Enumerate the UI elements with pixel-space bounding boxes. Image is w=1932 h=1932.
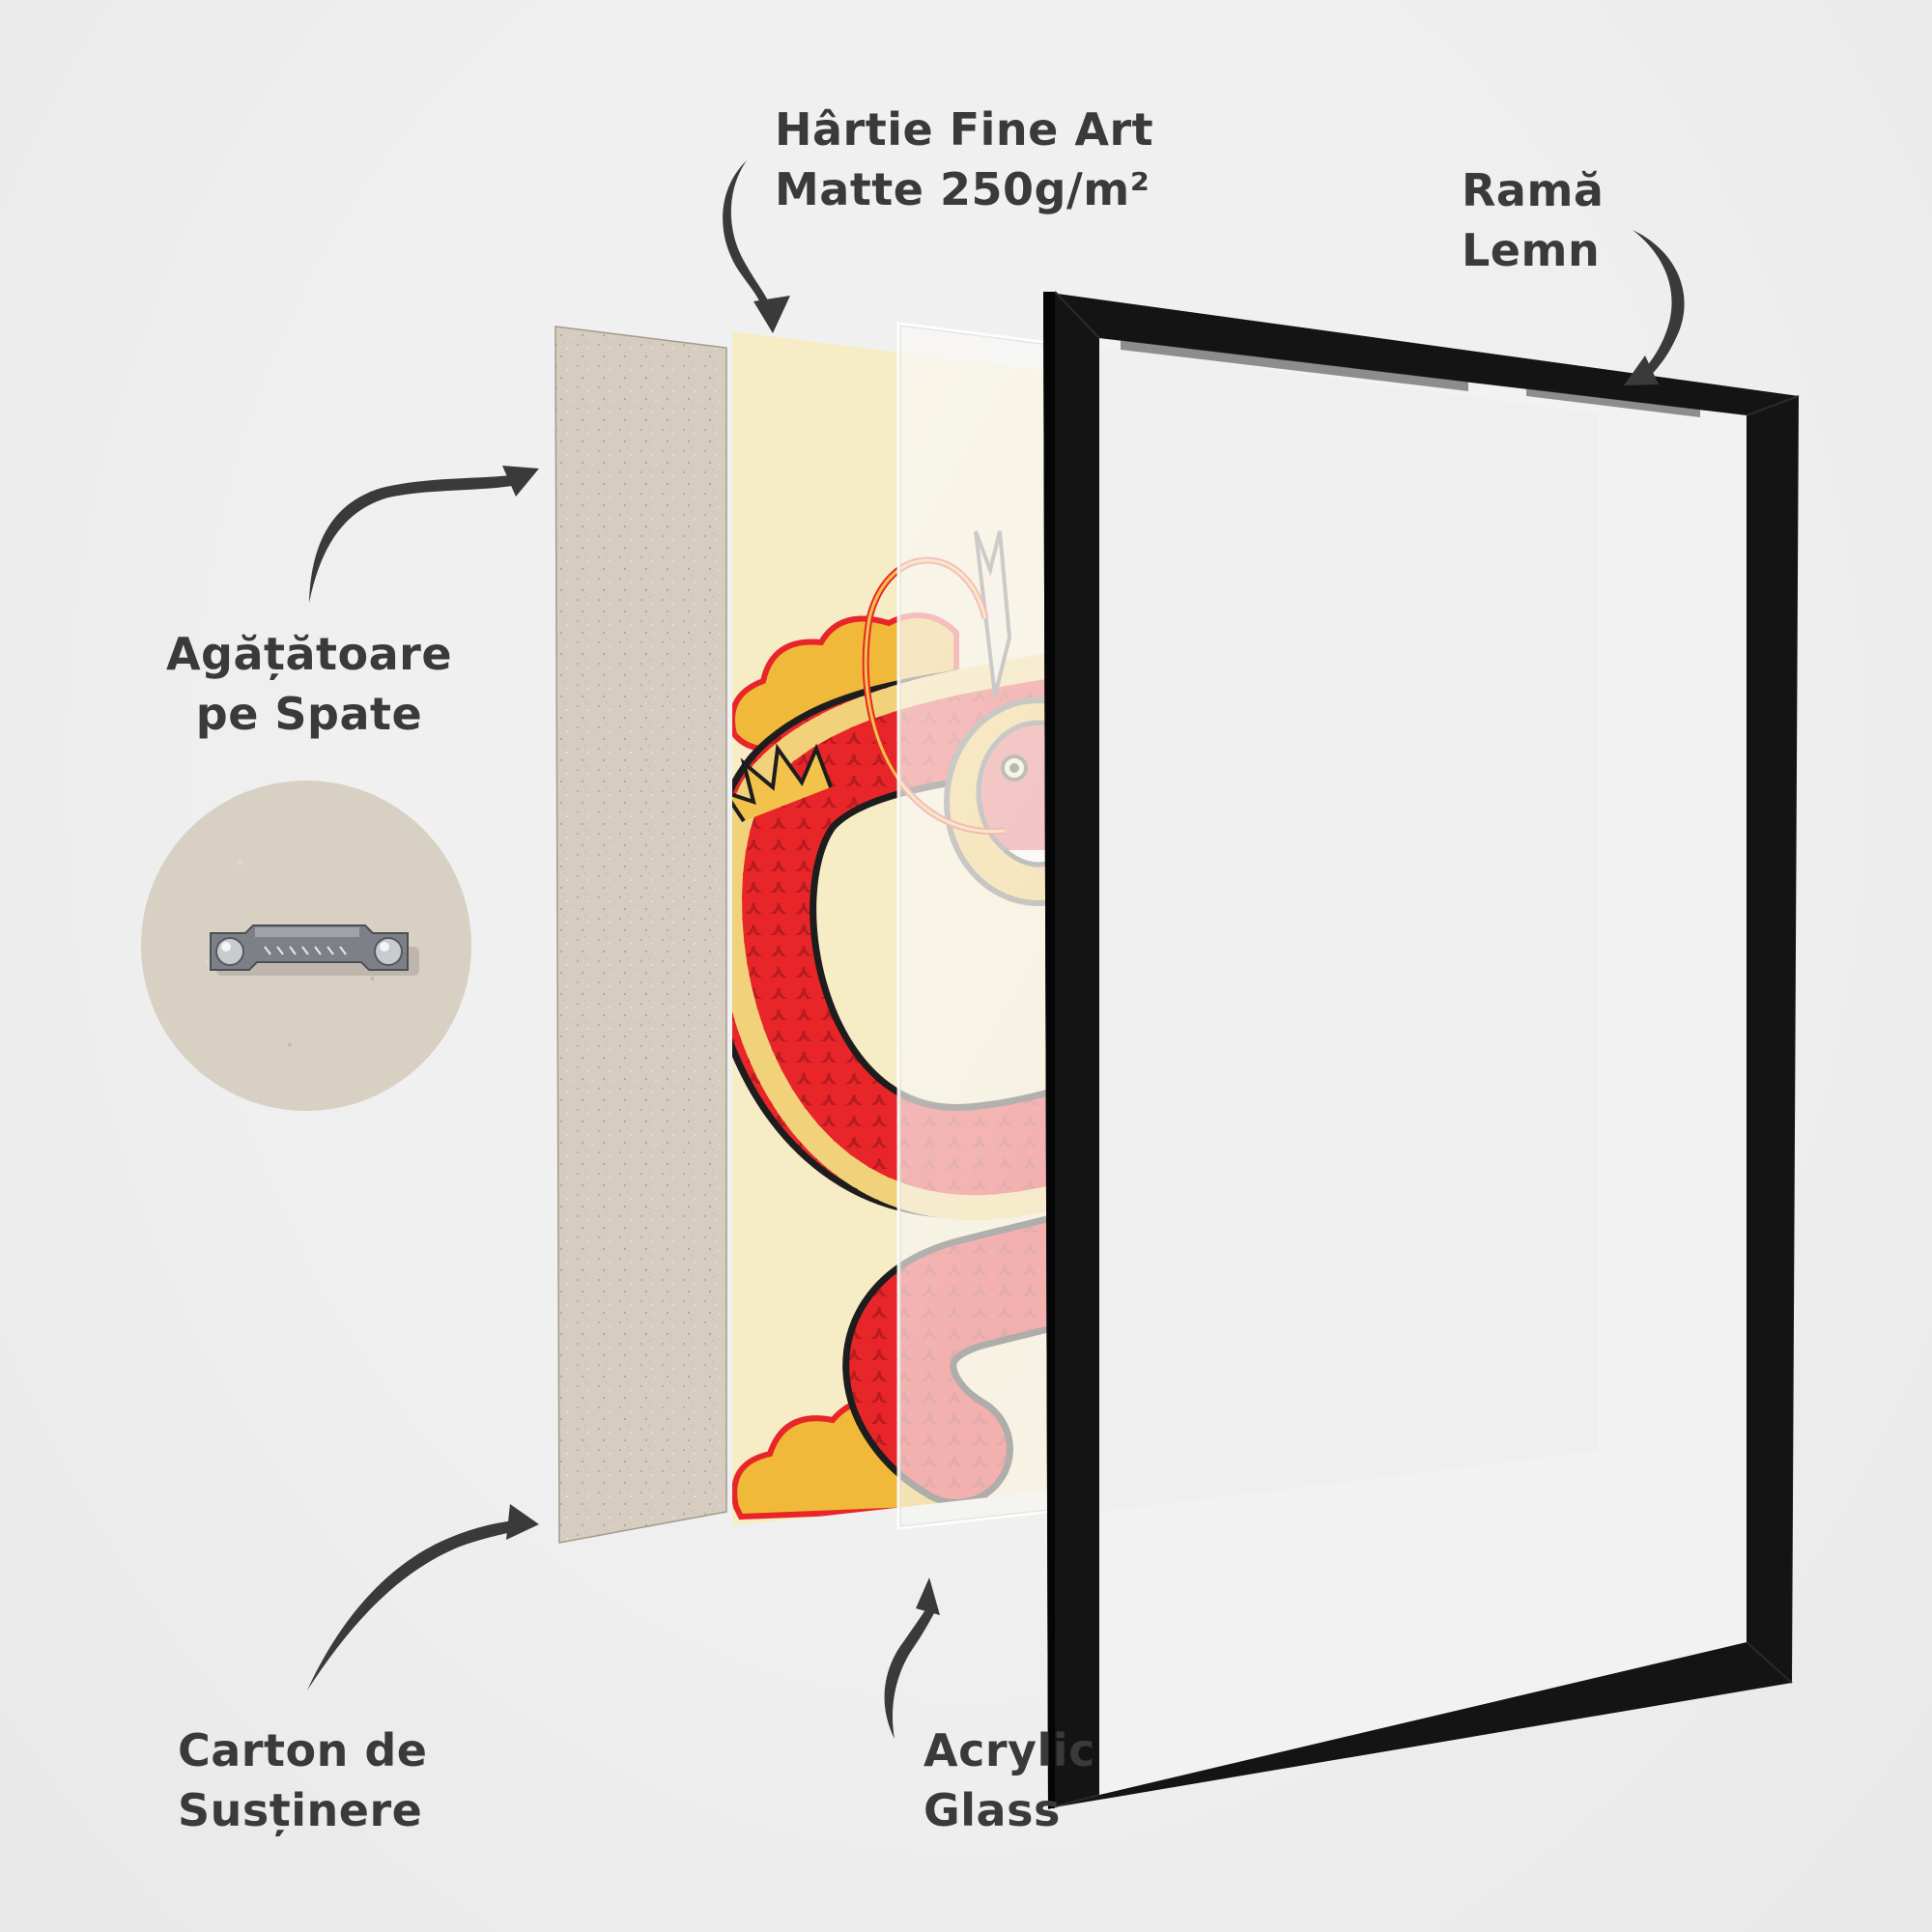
sawtooth-hanger-inset	[141, 781, 471, 1111]
sawtooth-hanger-icon	[210, 924, 419, 976]
label-fine-art-paper-line1: Hârtie Fine Art	[775, 103, 1154, 156]
label-wood-frame-line1: Ramă	[1462, 164, 1605, 216]
label-back-hanger-line1: Agățătoare	[165, 628, 453, 680]
label-wood-frame-line2: Lemn	[1462, 224, 1601, 276]
label-back-hanger-line2: pe Spate	[195, 688, 423, 740]
label-backing-board-line1: Carton de	[178, 1724, 428, 1776]
label-fine-art-paper-line2: Matte 250g/m²	[775, 163, 1151, 215]
label-backing-board-line2: Susținere	[178, 1784, 423, 1836]
arrow-backing-icon	[307, 1504, 539, 1690]
label-acrylic-glass-line1: Acrylic	[923, 1724, 1095, 1776]
backing-board-layer	[554, 326, 727, 1544]
wood-frame-layer	[1043, 291, 1800, 1809]
arrow-paper-icon	[723, 160, 790, 333]
label-backing-board: Carton de Susținere	[178, 1720, 427, 1840]
arrow-hanger-icon	[309, 466, 539, 603]
arrow-frame-icon	[1624, 230, 1685, 385]
label-fine-art-paper: Hârtie Fine Art Matte 250g/m²	[775, 99, 1153, 219]
label-acrylic-glass-line2: Glass	[923, 1784, 1061, 1836]
arrow-glass-icon	[884, 1577, 940, 1739]
label-acrylic-glass: Acrylic Glass	[923, 1720, 1095, 1840]
callout-arrows	[307, 160, 1685, 1739]
label-back-hanger: Agățătoare pe Spate	[145, 624, 473, 744]
label-wood-frame: Ramă Lemn	[1462, 160, 1604, 280]
